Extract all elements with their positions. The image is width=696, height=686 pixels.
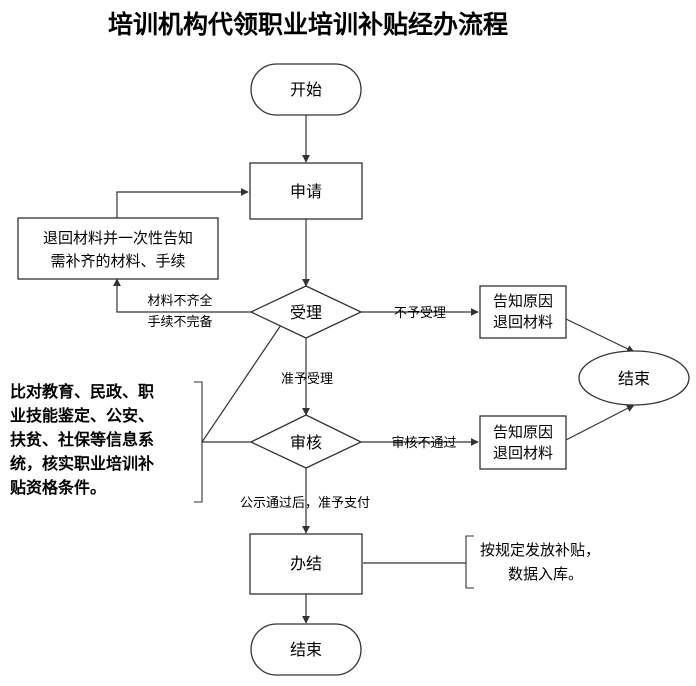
incomplete-label-line-2: 手续不完备 bbox=[147, 314, 212, 330]
return-materials-node bbox=[17, 217, 219, 280]
diagram-title: 培训机构代领职业培训补贴经办流程 bbox=[108, 10, 508, 39]
edge-notify2-end bbox=[565, 404, 635, 441]
end-node-bottom bbox=[250, 623, 362, 676]
notify1-line-2: 退回材料 bbox=[493, 313, 553, 331]
verify-note-line-4: 统，核实职业培训补 bbox=[10, 454, 154, 473]
edge-notify1-end bbox=[565, 318, 635, 353]
verify-note-line-3: 扶贫、社保等信息系 bbox=[10, 430, 154, 449]
start-node bbox=[250, 63, 362, 116]
edge-return-apply bbox=[116, 188, 249, 218]
verify-note-line-1: 比对教育、民政、职 bbox=[10, 382, 154, 401]
end-right-label: 结束 bbox=[618, 369, 650, 388]
notify-reason-node-1 bbox=[479, 285, 567, 339]
apply-label: 申请 bbox=[290, 182, 322, 201]
payout-note-bracket bbox=[465, 535, 474, 589]
review-failed-label: 审核不通过 bbox=[391, 436, 456, 451]
end-node-right bbox=[578, 350, 690, 406]
end-bottom-label: 结束 bbox=[290, 640, 322, 659]
not-accepted-label: 不予受理 bbox=[394, 306, 446, 321]
edge-accept-return bbox=[113, 278, 251, 313]
payout-note-line-2: 数据入库。 bbox=[508, 565, 583, 583]
accept-label: 受理 bbox=[290, 303, 322, 322]
accepted-label: 准予受理 bbox=[281, 372, 333, 387]
verify-note-line-2: 业技能鉴定、公安、 bbox=[10, 406, 154, 425]
review-label: 审核 bbox=[290, 433, 322, 452]
publicize-label: 公示通过后，准予支付 bbox=[240, 496, 370, 511]
notify2-line-1: 告知原因 bbox=[493, 423, 553, 441]
notify1-line-1: 告知原因 bbox=[493, 292, 553, 310]
verify-note-bracket bbox=[194, 381, 203, 503]
payout-note-line-1: 按规定发放补贴， bbox=[480, 541, 600, 559]
notify-reason-node-2 bbox=[479, 415, 567, 470]
accept-decision bbox=[249, 285, 363, 339]
verify-link-accept bbox=[201, 324, 282, 443]
verify-note-line-5: 贴资格条件。 bbox=[10, 478, 106, 497]
complete-node bbox=[249, 533, 363, 595]
notify2-line-2: 退回材料 bbox=[493, 444, 553, 462]
start-label: 开始 bbox=[290, 80, 322, 99]
return-materials-line-1: 退回材料并一次性告知 bbox=[43, 229, 193, 247]
return-materials-line-2: 需补齐的材料、手续 bbox=[50, 252, 185, 270]
incomplete-label-line-1: 材料不齐全 bbox=[147, 293, 212, 309]
complete-label: 办结 bbox=[290, 554, 322, 573]
apply-node bbox=[249, 162, 363, 220]
review-decision bbox=[249, 414, 363, 469]
